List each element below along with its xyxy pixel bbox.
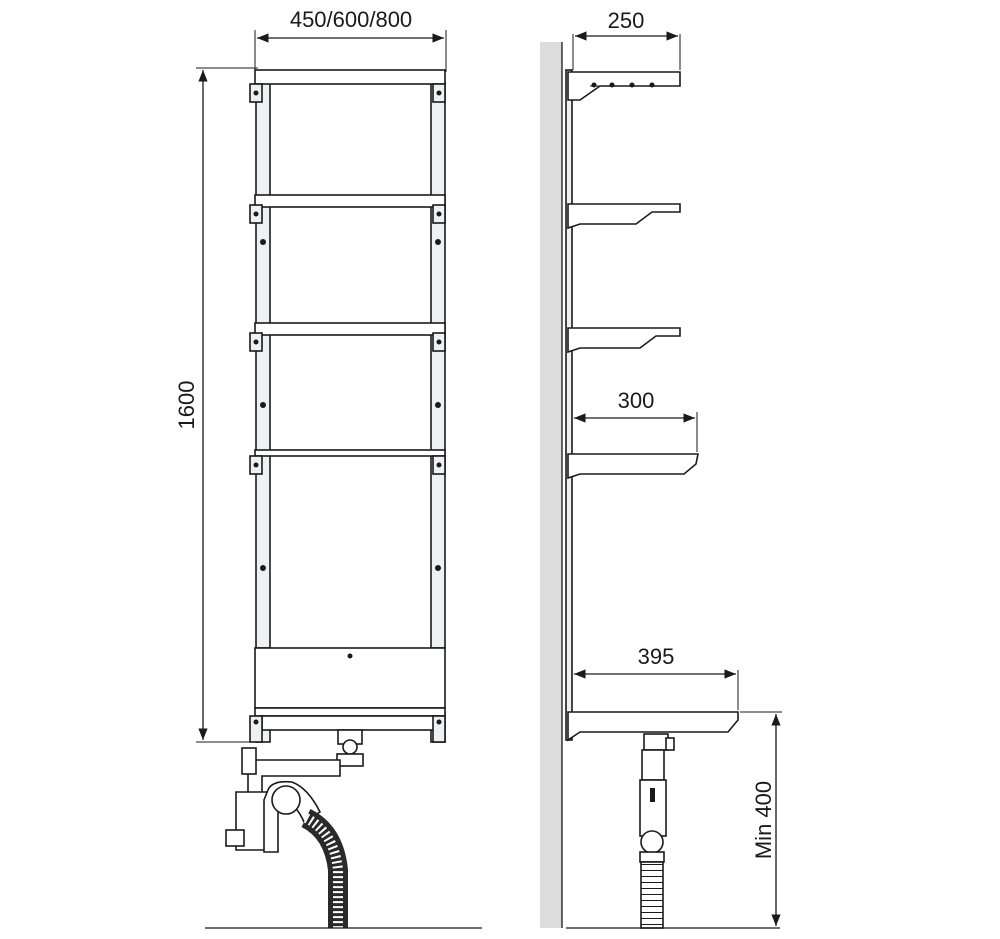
side-top-depth-label: 250 — [608, 8, 645, 33]
side-min-height-label: Min 400 — [751, 781, 776, 859]
front-right-upright — [430, 81, 446, 743]
front-shelf-3 — [249, 322, 446, 408]
side-mid-depth-label: 300 — [618, 388, 655, 413]
front-height-label: 1600 — [174, 381, 199, 430]
front-height-dimension: 1600 — [174, 67, 258, 743]
side-upright — [565, 69, 573, 741]
side-flex-hose — [640, 861, 664, 929]
side-view: 250 300 395 — [540, 8, 782, 929]
front-left-upright — [255, 81, 271, 743]
front-drain-trap — [225, 729, 364, 853]
side-shelf-2 — [567, 203, 681, 230]
side-basin: 395 — [567, 644, 739, 742]
side-shelf-top: 250 — [567, 8, 681, 101]
side-shelf-4: 300 — [567, 388, 699, 480]
front-rail-4 — [249, 449, 446, 571]
front-width-dimension: 450/600/800 — [254, 7, 447, 72]
wall — [540, 42, 562, 928]
front-basin — [249, 647, 446, 743]
front-width-label: 450/600/800 — [290, 7, 412, 32]
side-drain — [639, 733, 675, 863]
side-shelf-3 — [567, 327, 681, 354]
front-shelf-2 — [249, 194, 446, 245]
side-bottom-depth-label: 395 — [638, 644, 675, 669]
front-view: 450/600/800 1600 — [174, 7, 482, 929]
front-shelf-1 — [249, 69, 446, 103]
side-min-height-dimension: Min 400 — [740, 711, 782, 926]
